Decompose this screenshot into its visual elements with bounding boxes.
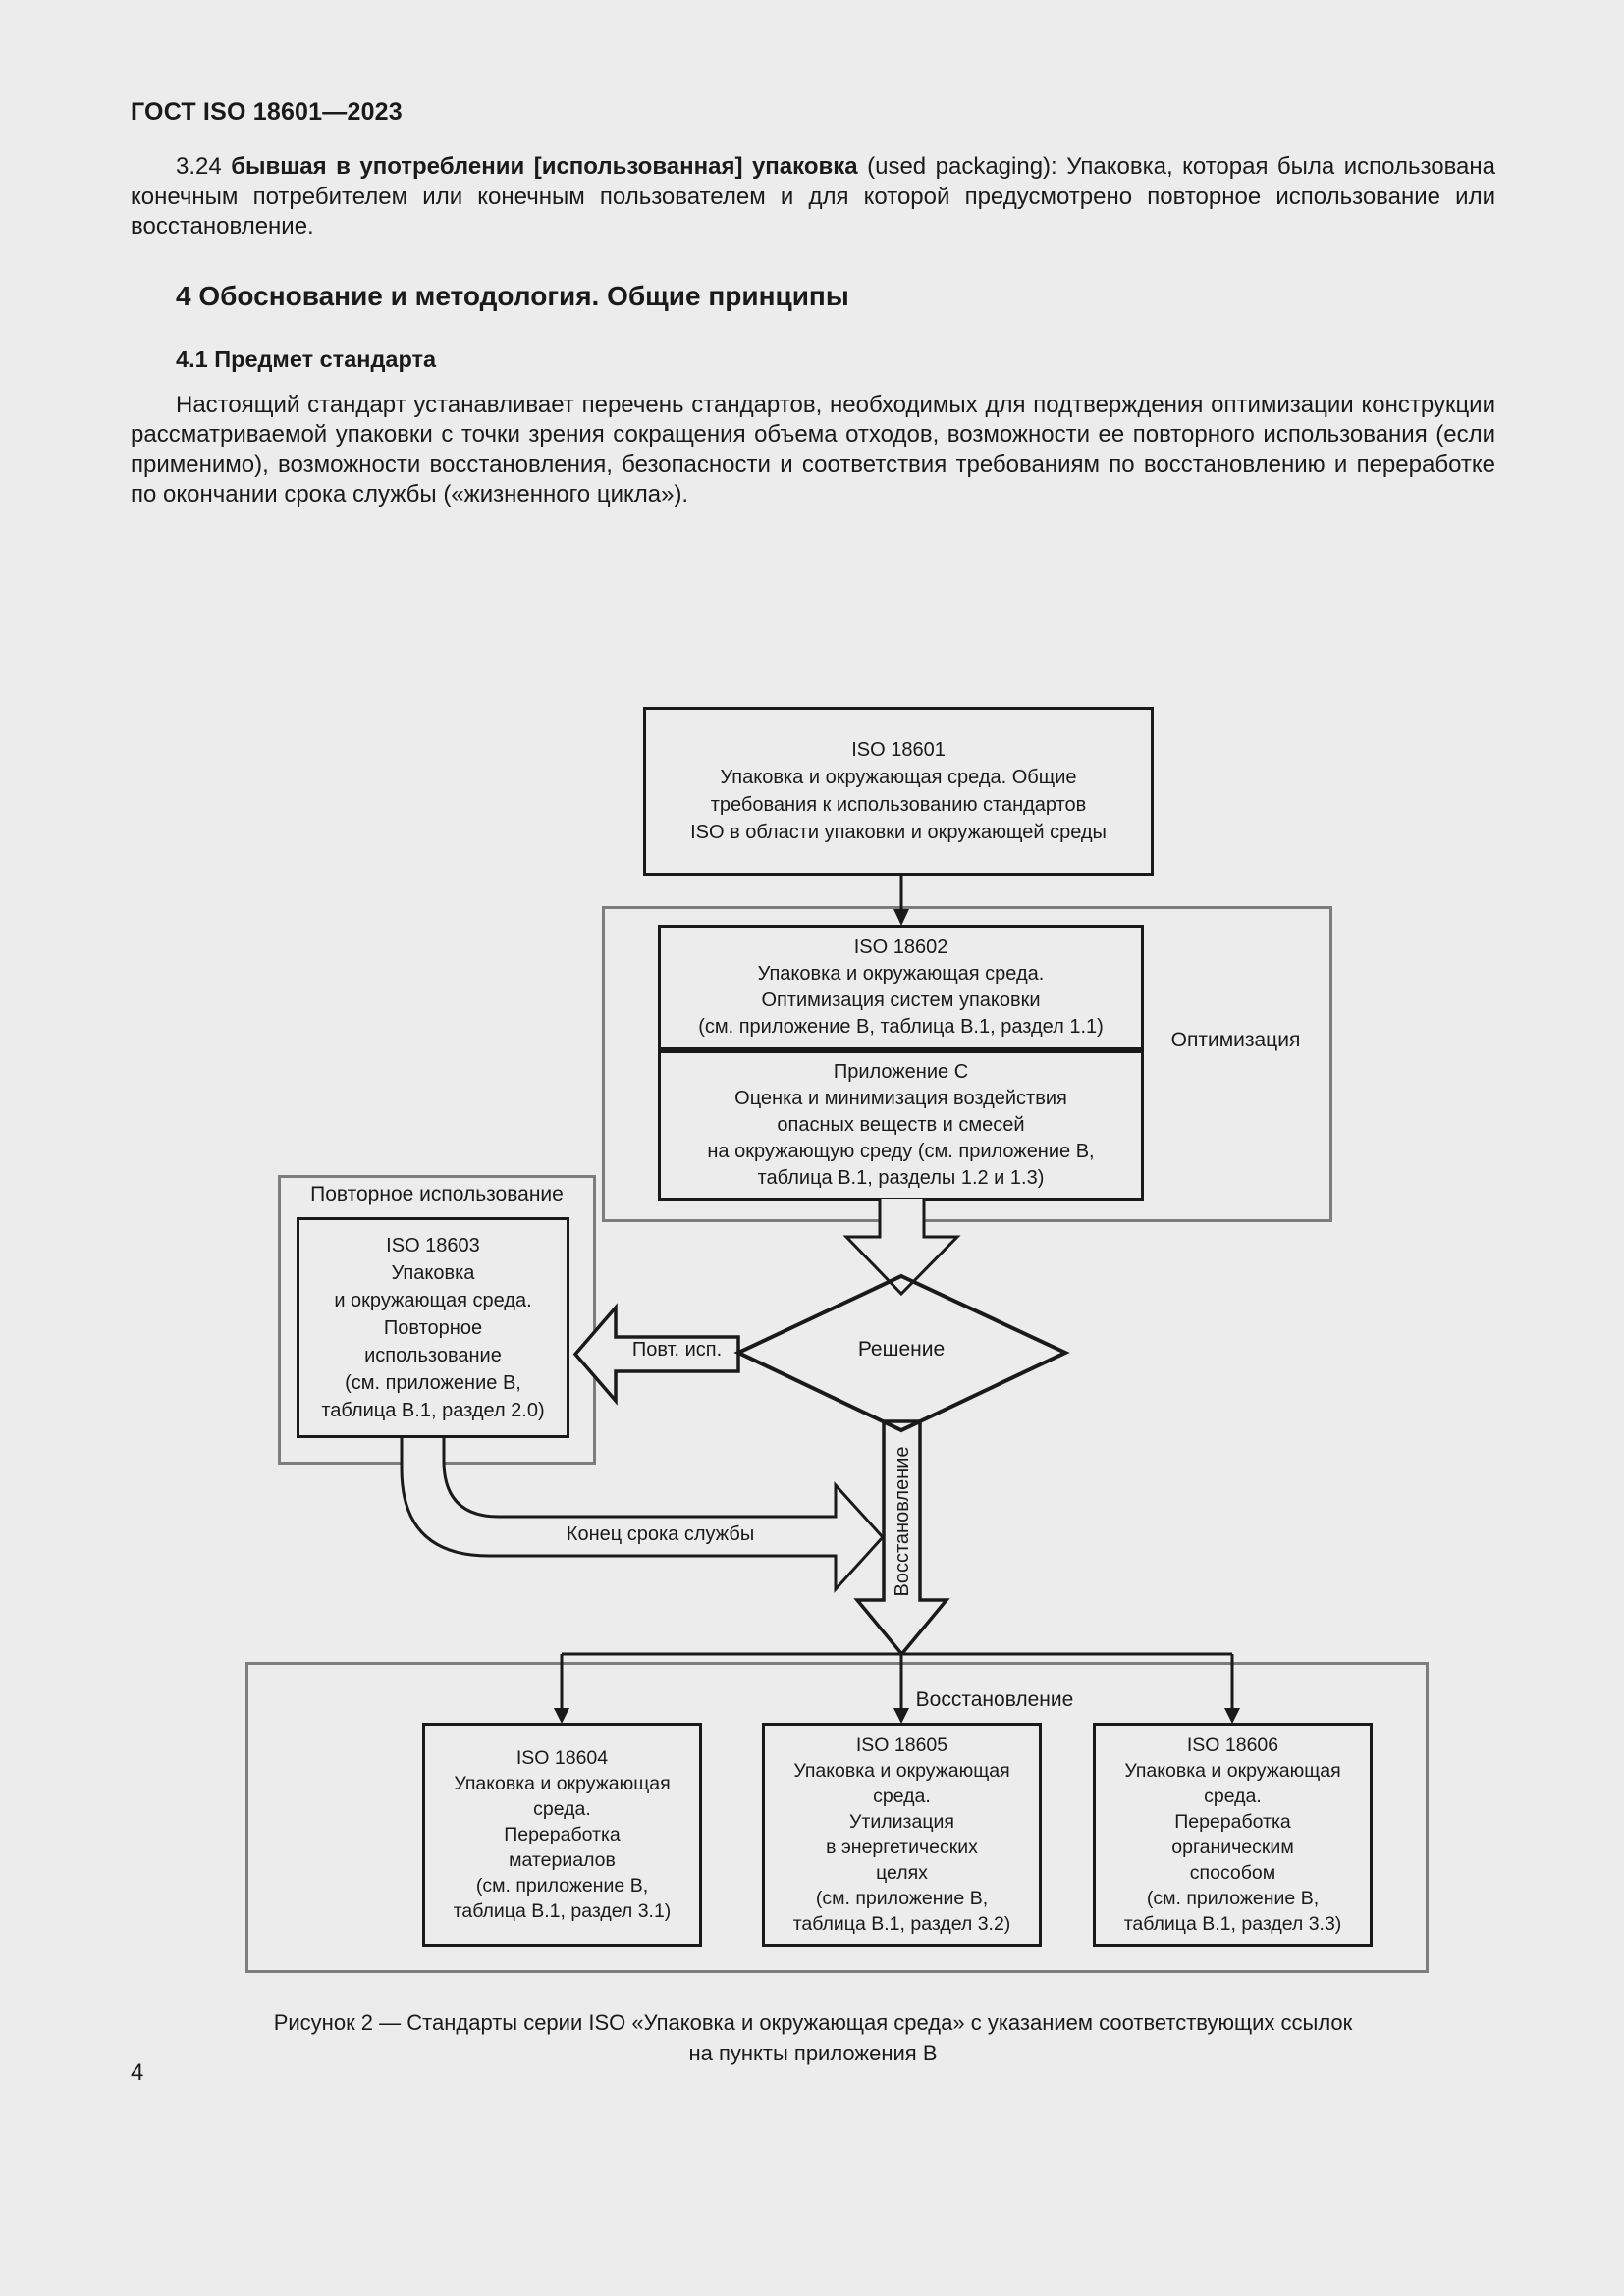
flow-group-recovery [245, 1662, 1429, 1973]
flow-box-iso-18601: ISO 18601 Упаковка и окружающая среда. О… [643, 707, 1154, 876]
recovery-arrow-label: Восстановление [892, 1446, 913, 1597]
clause-term: бывшая в употреблении [использованная] у… [221, 153, 858, 180]
flow-box-iso-18605: ISO 18605 Упаковка и окружающая среда. У… [762, 1723, 1042, 1947]
clause-number: 3.24 [176, 153, 222, 180]
flow-box-iso-18604: ISO 18604 Упаковка и окружающая среда. П… [422, 1723, 702, 1947]
flow-box-iso-18602: ISO 18602 Упаковка и окружающая среда. О… [658, 925, 1144, 1050]
section-heading: 4 Обоснование и методология. Общие принц… [176, 280, 849, 311]
end-of-life-label: Конец срока службы [566, 1523, 755, 1545]
page-number: 4 [131, 2059, 144, 2086]
flow-box-iso-18606: ISO 18606 Упаковка и окружающая среда. П… [1093, 1723, 1373, 1947]
page-header: ГОСТ ISO 18601—2023 [131, 98, 403, 126]
text-column: 3.24 бывшая в употреблении [использованн… [131, 152, 1495, 510]
flowchart-figure: ISO 18601 Упаковка и окружающая среда. О… [0, 687, 1624, 1993]
flow-group-optimization [602, 906, 1332, 1222]
subsection-heading: 4.1 Предмет стандарта [176, 346, 437, 372]
clause-text: (used packaging): Упаковка, которая была… [131, 153, 1496, 240]
flow-box-annex-c: Приложение C Оценка и минимизация воздей… [658, 1050, 1144, 1201]
recovery-group-label: Восстановление [915, 1688, 1074, 1711]
paragraph-3-24: 3.24 бывшая в употреблении [использованн… [131, 152, 1495, 242]
decision-label: Решение [857, 1338, 946, 1361]
optimization-group-label: Оптимизация [1170, 1029, 1301, 1051]
figure-caption: Рисунок 2 — Стандарты серии ISO «Упаковк… [273, 2010, 1353, 2065]
flow-box-iso-18603: ISO 18603 Упаковка и окружающая среда. П… [297, 1217, 569, 1438]
section-body-paragraph: Настоящий стандарт устанавливает перечен… [131, 391, 1495, 508]
reuse-arrow-label: Повт. исп. [631, 1339, 723, 1361]
reuse-group-label: Повторное использование [310, 1183, 564, 1205]
